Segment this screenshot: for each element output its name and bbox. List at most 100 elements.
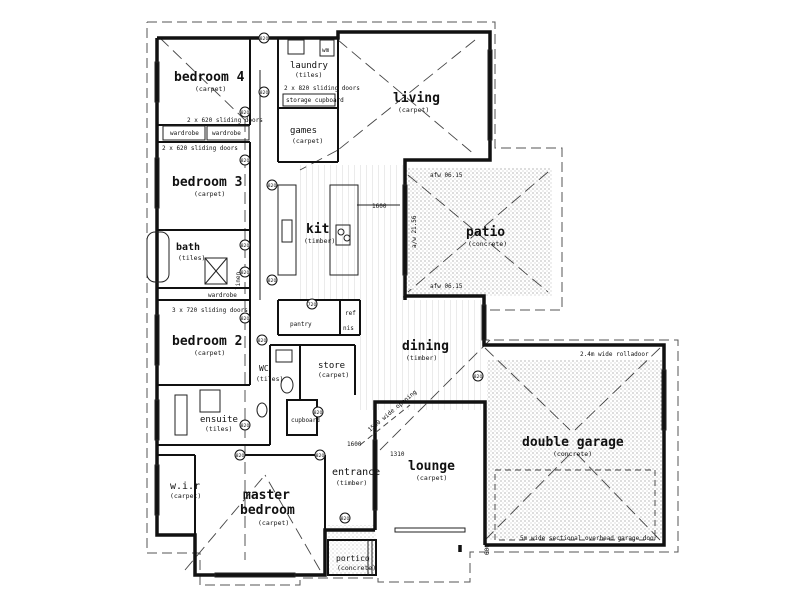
floor-ensuite: (tiles): [205, 425, 232, 433]
windows: [154, 49, 667, 578]
svg-text:820: 820: [260, 36, 269, 42]
svg-text:820: 820: [314, 410, 323, 416]
svg-text:720: 720: [308, 302, 317, 308]
label-bedroom-4: bedroom 4: [174, 70, 245, 85]
note-cupboard: cupboard: [291, 417, 320, 424]
svg-text:820: 820: [241, 158, 250, 164]
note-wardrobe-a: wardrobe: [170, 130, 199, 137]
svg-text:820: 820: [268, 183, 277, 189]
floor-bedroom-3: (carpet): [194, 190, 225, 198]
door-tag: 820: [239, 266, 251, 278]
svg-text:820: 820: [241, 316, 250, 322]
floor-entrance: (timber): [336, 479, 367, 487]
floor-store: (carpet): [318, 371, 349, 379]
note-nis: nis: [343, 325, 354, 332]
svg-text:820: 820: [316, 453, 325, 459]
label-dining: dining: [402, 339, 449, 354]
hip-lines: [159, 37, 661, 571]
svg-text:820: 820: [268, 278, 277, 284]
opening-lines: [259, 70, 411, 446]
door-tag: 820: [256, 334, 268, 346]
note-patio-dim: 1600: [372, 203, 387, 210]
svg-text:820: 820: [241, 270, 250, 276]
note-dim-600: 600: [484, 544, 491, 555]
door-tag: 820: [266, 274, 278, 286]
note-sliding-bed3: 2 x 620 sliding doors: [162, 145, 238, 152]
door-tags: 820 820 820 820 820 820 820 820 820 720 …: [234, 32, 484, 524]
svg-text:820: 820: [241, 243, 250, 249]
floor-kit: (timber): [304, 237, 335, 245]
note-dim-1600b: 1600: [347, 441, 362, 448]
door-tag: 820: [472, 370, 484, 382]
wardrobes: [162, 93, 336, 141]
fixtures: [146, 39, 335, 436]
label-bath: bath: [176, 242, 200, 253]
floor-lounge: (carpet): [416, 474, 447, 482]
svg-text:820: 820: [260, 90, 269, 96]
label-master-1: master: [243, 488, 290, 503]
label-laundry: laundry: [290, 61, 329, 71]
timber-floor-kitchen: [300, 165, 405, 300]
door-tag: 820: [239, 312, 251, 324]
garage-door-outline: [494, 469, 656, 541]
door-tag: 820: [258, 86, 270, 98]
floor-bedroom-4: (carpet): [195, 85, 226, 93]
label-entrance: entrance: [332, 467, 380, 478]
roof-outline: [146, 21, 679, 586]
floor-wc: (tiles): [256, 375, 283, 383]
svg-text:820: 820: [241, 110, 250, 116]
note-sliding-bed2: 3 x 720 sliding doors: [172, 307, 248, 314]
svg-text:820: 820: [341, 516, 350, 522]
svg-text:820: 820: [241, 423, 250, 429]
label-bedroom-2: bedroom 2: [172, 334, 242, 349]
door-tag: 820: [314, 449, 326, 461]
floor-laundry: (tiles): [295, 71, 322, 79]
note-ref: ref: [345, 310, 356, 317]
note-storage-cupboard: storage cupboard: [286, 97, 344, 104]
label-ensuite: ensuite: [200, 415, 238, 425]
label-patio: patio: [466, 225, 505, 240]
door-tag: 820: [312, 406, 324, 418]
kitchen-benches: [277, 184, 359, 276]
label-portico: portico: [336, 554, 370, 563]
label-double-garage: double garage: [522, 435, 624, 450]
floor-games: (carpet): [292, 137, 323, 145]
svg-text:820: 820: [258, 338, 267, 344]
label-games: games: [290, 126, 317, 136]
floor-double-garage: (concrete): [553, 450, 592, 458]
door-tag: 820: [258, 32, 270, 44]
floor-dining: (timber): [406, 354, 437, 362]
door-tag: 820: [339, 512, 351, 524]
note-linen: linen: [235, 272, 242, 290]
door-tag: 820: [239, 106, 251, 118]
note-rolladoor: 2.4m wide rolladoor: [580, 351, 649, 358]
door-tag: 720: [306, 298, 318, 310]
label-wir: w.i.r: [170, 481, 200, 492]
floor-bedroom-2: (carpet): [194, 349, 225, 357]
floor-bath: (tiles): [178, 254, 205, 262]
note-afw-top: afw 06.15: [430, 172, 463, 179]
timber-floor-dining: [360, 300, 482, 410]
note-sliding-laundry: 2 x 820 sliding doors: [284, 85, 360, 92]
label-kit: kit: [306, 222, 329, 237]
label-bedroom-3: bedroom 3: [172, 175, 242, 190]
floor-master: (carpet): [258, 519, 289, 527]
door-tag: 820: [239, 419, 251, 431]
label-master-2: bedroom: [240, 503, 295, 518]
portico-steps: [327, 539, 377, 576]
label-living: living: [393, 91, 440, 106]
note-dim-1310: 1310: [390, 451, 405, 458]
note-wardrobe-b: wardrobe: [212, 130, 241, 137]
note-wm: wm: [322, 47, 330, 54]
svg-text:820: 820: [236, 453, 245, 459]
note-patio-side: a/w 21.56: [411, 215, 418, 248]
note-garage-door: 5m wide sectional overhead garage door: [520, 535, 658, 542]
note-sliding-bed4: 2 x 620 sliding doors: [187, 117, 263, 124]
label-wc: WC: [259, 364, 269, 373]
note-wardrobe-bath: wardrobe: [208, 292, 237, 299]
garage-slab: [487, 360, 662, 540]
svg-text:820: 820: [474, 374, 483, 380]
door-tag: 820: [239, 239, 251, 251]
door-tag: 820: [239, 154, 251, 166]
